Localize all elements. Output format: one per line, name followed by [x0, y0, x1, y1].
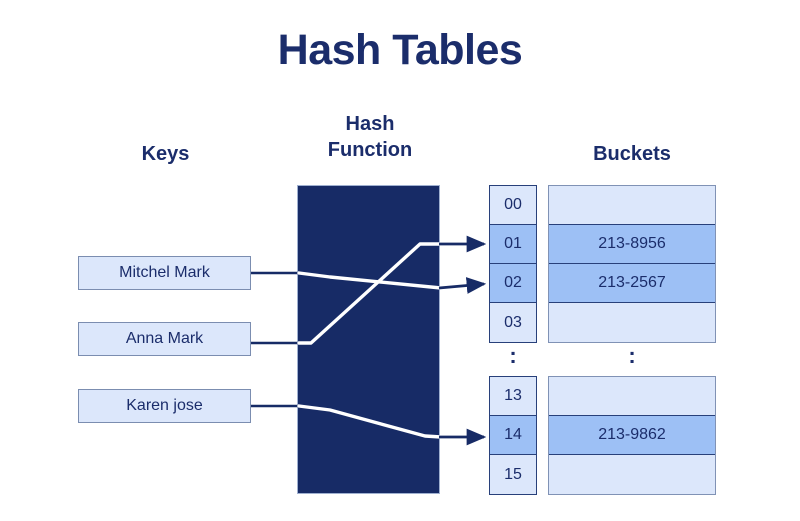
bucket-cell-01: 213-8956 [549, 225, 715, 264]
page-title: Hash Tables [277, 26, 523, 74]
bucket-column-group-bottom: 213-9862 [548, 376, 716, 495]
connector-karen-jose-to-14 [251, 404, 487, 446]
index-column-group-top: 00 01 02 03 [489, 185, 537, 343]
index-cell-01: 01 [490, 225, 536, 264]
index-cell-02: 02 [490, 264, 536, 303]
bucket-cell-14: 213-9862 [549, 416, 715, 455]
column-header-hash-function: Hash Function [280, 112, 460, 163]
hash-function-block [297, 185, 440, 494]
column-header-keys: Keys [141, 143, 190, 165]
index-column-group-bottom: 13 14 15 [489, 376, 537, 495]
index-cell-15: 15 [490, 455, 536, 494]
key-box-karen-jose[interactable]: Karen jose [78, 389, 251, 423]
hash-header-line2: Function [327, 138, 413, 161]
bucket-column-ellipsis: : [628, 343, 636, 368]
key-box-anna-mark[interactable]: Anna Mark [78, 322, 251, 356]
connector-mitchel-mark-to-02 [251, 271, 487, 294]
index-cell-00: 00 [490, 186, 536, 225]
bucket-cell-03 [549, 303, 715, 342]
key-box-mitchel-mark[interactable]: Mitchel Mark [78, 256, 251, 290]
bucket-cell-02: 213-2567 [549, 264, 715, 303]
bucket-cell-15 [549, 455, 715, 494]
index-cell-13: 13 [490, 377, 536, 416]
bucket-column-group-top: 213-8956 213-2567 [548, 185, 716, 343]
bucket-cell-13 [549, 377, 715, 416]
column-header-buckets: Buckets [593, 143, 671, 165]
index-cell-03: 03 [490, 303, 536, 342]
index-column-ellipsis: : [509, 343, 517, 368]
connector-anna-mark-to-01 [251, 235, 487, 345]
bucket-cell-00 [549, 186, 715, 225]
index-cell-14: 14 [490, 416, 536, 455]
hash-header-line1: Hash [345, 113, 395, 135]
